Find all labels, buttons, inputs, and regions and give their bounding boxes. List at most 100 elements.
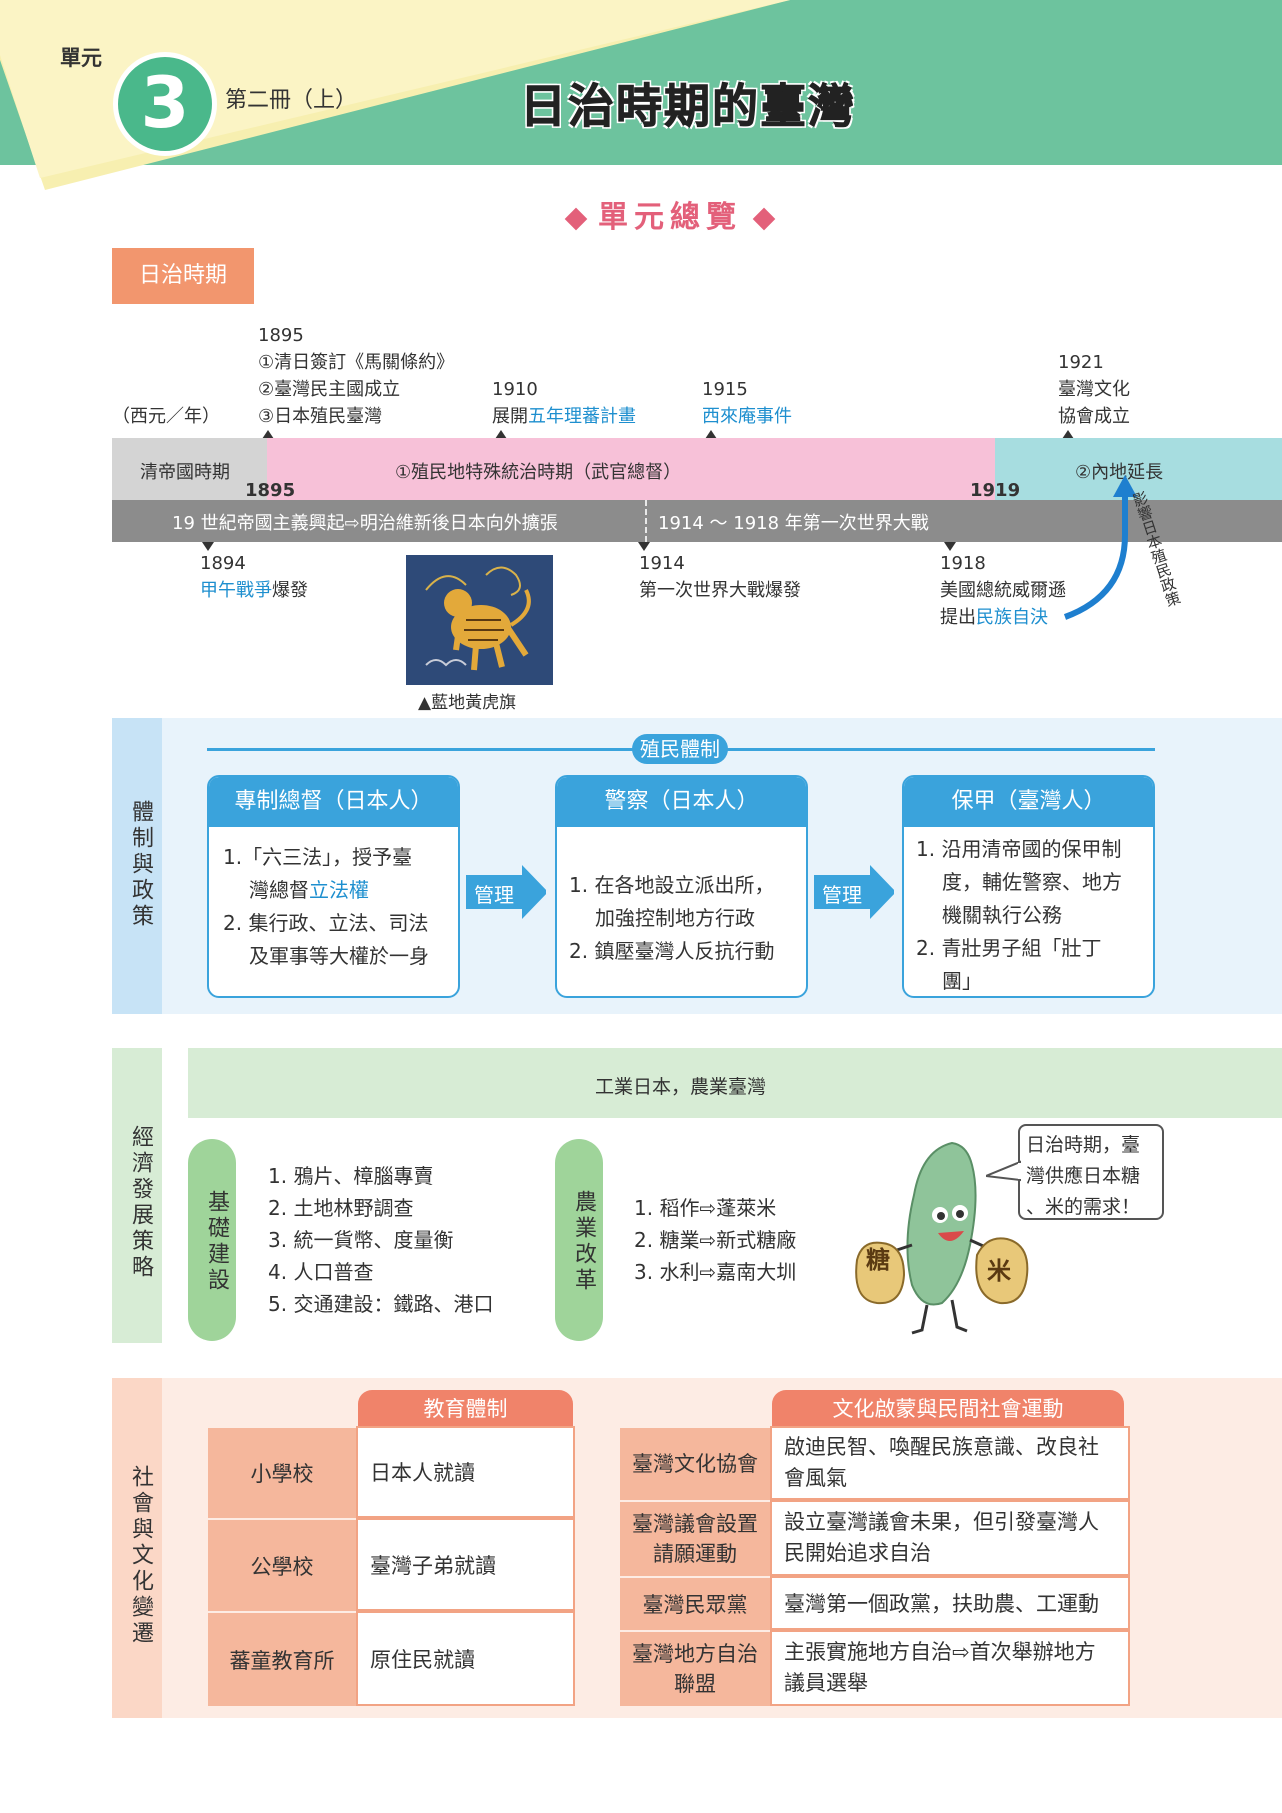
box-line: 1. 在各地設立派出所，	[569, 873, 775, 897]
rice-bag-label: 米	[987, 1257, 1011, 1285]
band-colonial	[267, 438, 995, 500]
governor-box: 專制總督（日本人） 1.「六三法」，授予臺 灣總督立法權 2. 集行政、立法、司…	[207, 775, 460, 998]
manage-label: 管理	[474, 883, 514, 907]
band-colonial-label: ①殖民地特殊統治時期（武官總督）	[395, 462, 682, 483]
overview-label: 單元總覽	[598, 200, 742, 235]
year-1895-mark: 1895	[245, 480, 296, 501]
economy-banner-band	[188, 1048, 1282, 1118]
list-item: 5. 交通建設：鐵路、港口	[268, 1292, 494, 1316]
event-highlight: 西來庵事件	[702, 406, 792, 427]
event-text: 爆發	[272, 580, 308, 601]
event-1910: 1910 展開五年理蕃計畫	[492, 376, 636, 430]
movement-label: 臺灣地方自治 聯盟	[620, 1632, 770, 1706]
movement-label-line: 臺灣議會設置	[632, 1512, 758, 1536]
diamond-icon	[752, 207, 776, 230]
agriculture-label: 農業改革	[571, 1190, 596, 1294]
infrastructure-list: 1. 鴉片、樟腦專賣 2. 土地林野調查 3. 統一貨幣、度量衡 4. 人口普查…	[268, 1160, 493, 1320]
movement-value: 啟迪民智、喚醒民族意識、改良社 會風氣	[770, 1426, 1130, 1500]
baojia-body: 1. 沿用清帝國的保甲制 度，輔佐警察、地方 機關執行公務 2. 青壯男子組「壯…	[904, 827, 1153, 998]
event-year: 1915	[702, 379, 748, 400]
unit-word: 單元	[60, 46, 102, 70]
movement-value-line: 主張實施地方自治⇨首次舉辦地方	[784, 1640, 1096, 1664]
speech-line: 、米的需求！	[1026, 1196, 1141, 1218]
box-line: 機關執行公務	[942, 903, 1062, 927]
period-tag: 日治時期	[112, 248, 254, 304]
school-label: 小學校	[208, 1428, 356, 1518]
movement-value: 設立臺灣議會未果，但引發臺灣人 民開始追求自治	[770, 1500, 1130, 1576]
list-item: 1. 鴉片、樟腦專賣	[268, 1164, 434, 1188]
sugar-bag-label: 糖	[866, 1246, 890, 1274]
police-title: 警察（日本人）	[557, 777, 806, 827]
list-item: 3. 統一貨幣、度量衡	[268, 1228, 454, 1252]
band-extension	[995, 438, 1282, 500]
speech-line: 日治時期，臺	[1026, 1134, 1141, 1156]
event-1894: 1894 甲午戰爭爆發	[200, 550, 308, 604]
society-side-label: 社會與文化變遷	[128, 1465, 153, 1647]
school-value: 原住民就讀	[356, 1611, 575, 1706]
event-text: 展開	[492, 406, 528, 427]
movement-label-line: 臺灣地方自治	[632, 1642, 758, 1666]
society-side-tab	[112, 1378, 162, 1718]
speech-bubble: 日治時期，臺 灣供應日本糖 、米的需求！	[1018, 1124, 1164, 1220]
event-1915: 1915 西來庵事件	[702, 376, 792, 430]
manage-arrow-icon	[466, 865, 546, 919]
book-label: 第二冊（上）	[225, 88, 358, 113]
event-highlight: 甲午戰爭	[200, 580, 272, 601]
economy-side-tab	[112, 1048, 162, 1343]
movement-value-line: 臺灣第一個政黨，扶助農、工運動	[784, 1592, 1099, 1616]
box-line: 2. 集行政、立法、司法	[223, 911, 429, 935]
event-year: 1894	[200, 553, 246, 574]
movement-label-line: 臺灣文化協會	[632, 1452, 758, 1476]
event-line: ①清日簽訂《馬關條約》	[258, 352, 455, 373]
movement-value-line: 設立臺灣議會未果，但引發臺灣人	[784, 1510, 1099, 1534]
event-year: 1921	[1058, 352, 1104, 373]
event-highlight: 五年理蕃計畫	[528, 406, 636, 427]
marker-1894	[202, 542, 214, 551]
strip-divider	[645, 500, 648, 542]
box-line: 1. 沿用清帝國的保甲制	[916, 837, 1122, 861]
movement-value-line: 啟迪民智、喚醒民族意識、改良社	[784, 1435, 1099, 1459]
event-line: ②臺灣民主國成立	[258, 379, 401, 400]
agriculture-pill	[555, 1139, 603, 1341]
influence-arrow-icon	[1063, 475, 1137, 620]
tiger-flag-image	[406, 555, 553, 685]
band-qing	[112, 438, 267, 500]
movement-value-line: 議員選舉	[784, 1671, 868, 1695]
speech-line: 灣供應日本糖	[1026, 1165, 1141, 1187]
list-item: 1. 稻作⇨蓬萊米	[634, 1196, 777, 1220]
agriculture-list: 1. 稻作⇨蓬萊米 2. 糖業⇨新式糖廠 3. 水利⇨嘉南大圳	[634, 1192, 796, 1288]
marker-1918	[944, 542, 956, 551]
police-box: 警察（日本人） 1. 在各地設立派出所， 加強控制地方行政 2. 鎮壓臺灣人反抗…	[555, 775, 808, 998]
event-year: 1895	[258, 325, 304, 346]
context-strip	[112, 500, 1282, 542]
event-1918: 1918 美國總統威爾遜 提出民族自決	[940, 550, 1066, 631]
unit-number-badge: 3	[113, 52, 217, 156]
box-line: 度，輔佐警察、地方	[942, 870, 1122, 894]
diamond-icon	[564, 207, 588, 230]
box-highlight: 立法權	[309, 878, 369, 902]
band-qing-label: 清帝國時期	[140, 462, 230, 483]
box-line: 1.「六三法」，授予臺	[223, 845, 413, 869]
taiwan-mascot-image	[855, 1141, 1029, 1335]
governor-title: 專制總督（日本人）	[209, 777, 458, 827]
box-line: 灣總督	[249, 878, 309, 902]
event-1895: 1895 ①清日簽訂《馬關條約》 ②臺灣民主國成立 ③日本殖民臺灣	[258, 322, 454, 430]
event-highlight: 民族自決	[976, 607, 1048, 628]
movement-label: 臺灣文化協會	[620, 1428, 770, 1500]
year-1919-mark: 1919	[970, 480, 1021, 501]
infrastructure-label: 基礎建設	[204, 1190, 229, 1294]
event-line: 協會成立	[1058, 406, 1130, 427]
axis-label: （西元／年）	[112, 406, 220, 427]
box-line: 2. 鎮壓臺灣人反抗行動	[569, 939, 775, 963]
school-value: 臺灣子弟就讀	[356, 1518, 575, 1611]
education-title: 教育體制	[358, 1390, 573, 1428]
list-item: 4. 人口普查	[268, 1260, 374, 1284]
marker-1895	[262, 430, 274, 439]
movement-value-line: 會風氣	[784, 1466, 847, 1490]
event-line: ③日本殖民臺灣	[258, 406, 383, 427]
economy-side-label: 經濟發展策略	[128, 1125, 153, 1281]
movement-value-line: 民開始追求自治	[784, 1541, 931, 1565]
speech-tail-icon	[986, 1160, 1022, 1182]
governor-body: 1.「六三法」，授予臺 灣總督立法權 2. 集行政、立法、司法 及軍事等大權於一…	[209, 827, 458, 973]
marker-1915	[705, 430, 717, 439]
